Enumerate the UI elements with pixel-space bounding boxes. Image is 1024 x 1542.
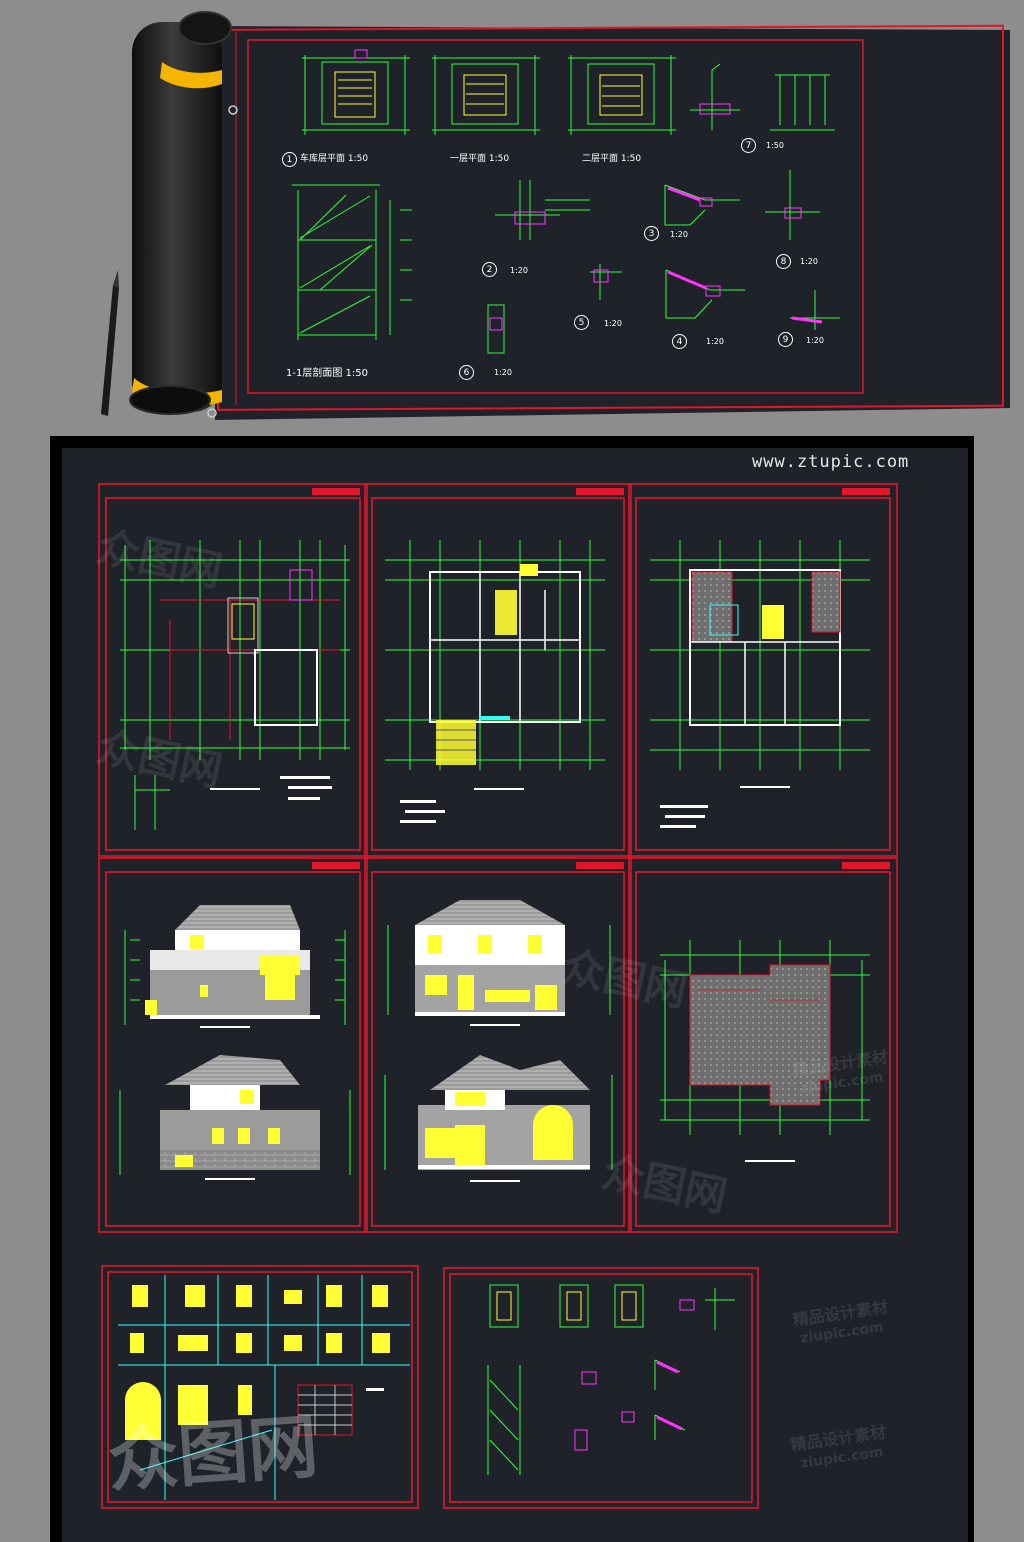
blueprint-roll [129,11,238,418]
site-url-watermark: www.ztupic.com [752,452,910,472]
detail-number-9: 9 [778,332,793,347]
detail-number-8: 8 [776,254,791,269]
roof-plan [660,940,870,1162]
plan-label-first-floor: 一层平面 1:50 [450,154,510,164]
detail-number-3: 3 [644,226,659,241]
top-sheet [215,24,1010,420]
detail-scale-8: 1:20 [800,257,818,266]
detail-scale-4: 1:20 [706,337,724,346]
detail-number-7: 7 [741,138,756,153]
elevations-a [119,905,351,1180]
plan-label-second-floor: 二层平面 1:50 [582,154,642,164]
pen [101,270,119,416]
floor-plan-garage [120,540,350,830]
detail-scale-3: 1:20 [670,230,688,239]
section-label: 1-1层剖面图 1:50 [286,368,368,379]
detail-number-4: 4 [672,334,687,349]
detail-scale-2: 1:20 [510,266,528,275]
panel-frames [98,483,898,1509]
stair-details [487,1284,735,1475]
elevations-b [384,900,613,1182]
sheet-title-tabs [312,488,890,869]
top-floor-plans [292,49,840,354]
detail-number-5: 5 [574,315,589,330]
detail-number-plan-1: 1 [282,152,297,167]
detail-scale-6: 1:20 [494,368,512,377]
bottom-watermark-logo: 众图网 [105,1406,320,1502]
floor-plan-first [385,540,605,823]
detail-scale-5: 1:20 [604,319,622,328]
detail-number-2: 2 [482,262,497,277]
window-schedule [118,1275,410,1500]
detail-scale-7: 1:50 [766,141,784,150]
detail-scale-9: 1:20 [806,336,824,345]
plan-label-garage: 车库层平面 1:50 [300,154,369,164]
detail-number-6: 6 [459,365,474,380]
floor-plan-second [650,540,870,828]
